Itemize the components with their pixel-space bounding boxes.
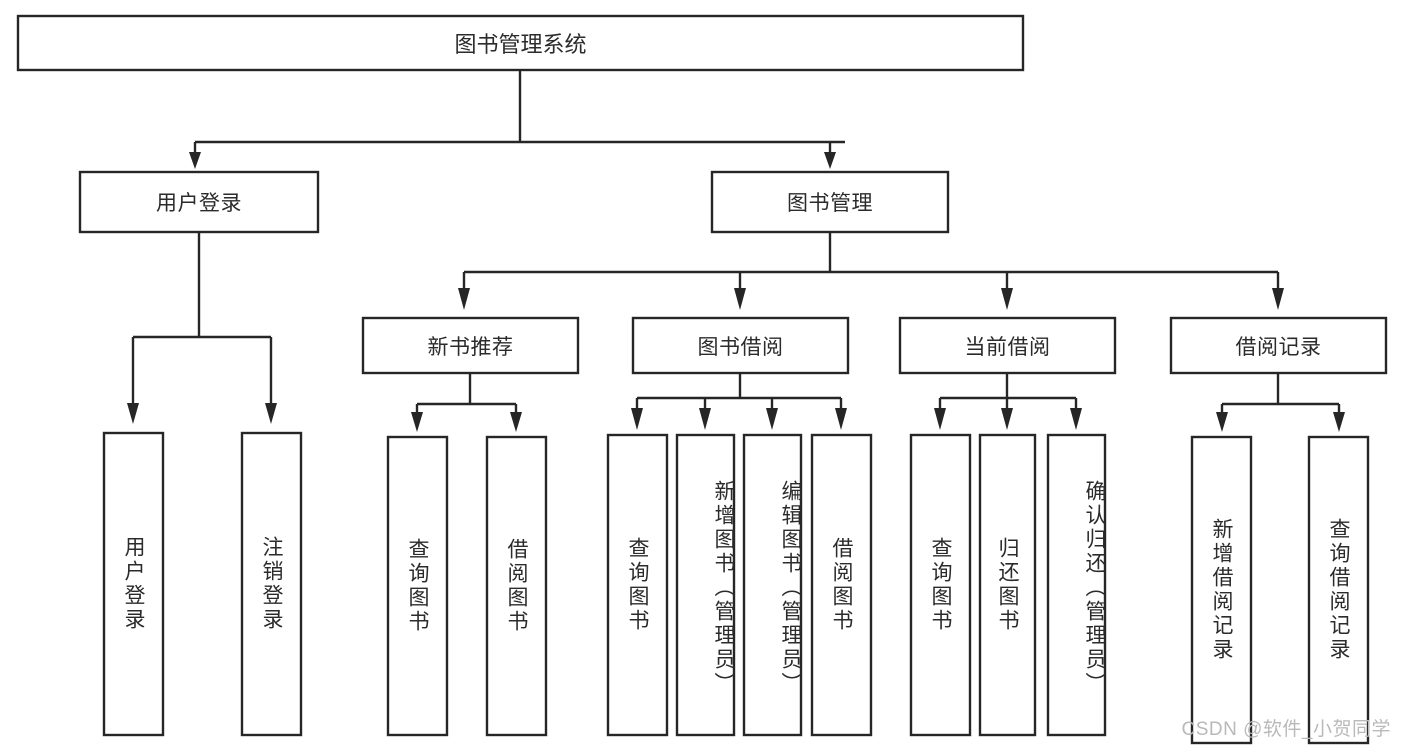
connector-borrow-record-to-leaves [1216,373,1345,432]
node-box-current-borrow[interactable] [898,316,1117,375]
leaf-box-book-borrow-1[interactable] [675,433,736,737]
leaf-box-current-borrow-2[interactable] [1046,433,1107,737]
leaf-box-new-book-1[interactable] [485,435,548,737]
leaf-box-book-borrow-3[interactable] [810,433,873,737]
leaf-box-new-book-0[interactable] [386,435,449,737]
leaf-box-user-login-0[interactable] [102,431,165,737]
node-box-book-borrow[interactable] [631,316,850,375]
connector-book-mgmt-to-level3 [458,232,1284,310]
node-box-book-management[interactable] [710,170,950,234]
leaf-box-user-login-1[interactable] [240,431,303,737]
leaf-box-current-borrow-0[interactable] [909,433,972,737]
leaf-box-book-borrow-0[interactable] [606,433,669,737]
node-box-root[interactable] [16,14,1025,72]
node-box-user-login[interactable] [78,170,320,234]
connector-root-to-level2 [189,70,845,169]
leaf-box-borrow-record-0[interactable] [1190,435,1253,745]
connector-new-book-to-leaves [411,373,522,432]
connector-current-borrow-to-leaves [934,373,1082,430]
leaf-box-book-borrow-2[interactable] [742,433,803,737]
connector-book-borrow-to-leaves [631,373,847,430]
node-box-new-book-recommend[interactable] [361,316,580,375]
connector-user-login-to-leaves [127,232,277,424]
leaf-box-borrow-record-1[interactable] [1307,435,1370,745]
node-box-borrow-record[interactable] [1169,316,1388,375]
leaf-box-current-borrow-1[interactable] [978,433,1037,737]
watermark-text: CSDN @软件_小贺同学 [1181,719,1391,740]
